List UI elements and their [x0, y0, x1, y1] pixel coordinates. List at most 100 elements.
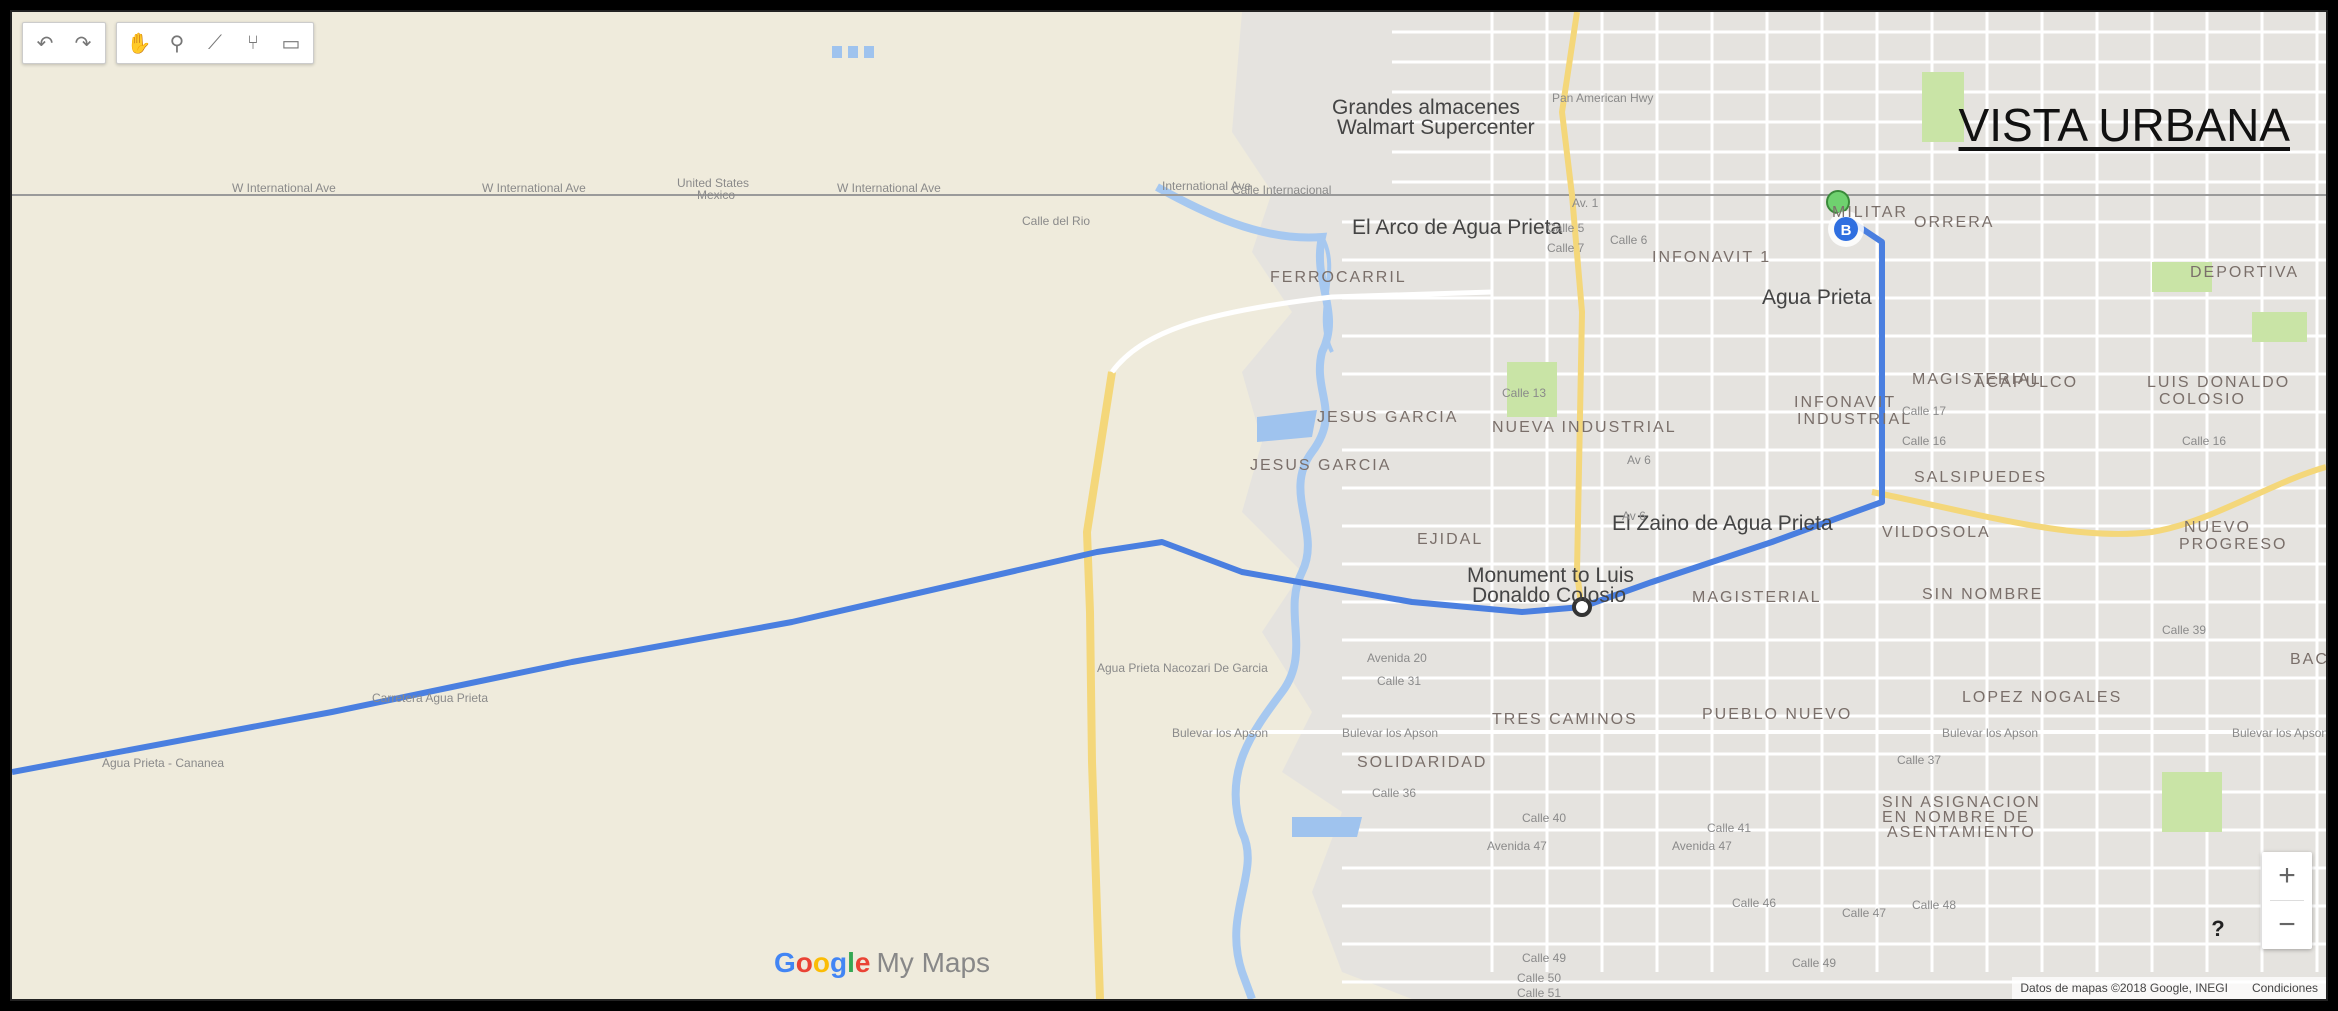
neighborhood-label: ACAPULCO [1974, 374, 2078, 391]
street-label: Calle 48 [1912, 898, 1956, 912]
directions-icon[interactable]: ⑂ [247, 31, 259, 54]
zoom-divider [2270, 900, 2304, 901]
park [1922, 72, 1964, 142]
street-label: Avenida 20 [1367, 651, 1427, 665]
map-data-credit: Datos de mapas ©2018 Google, INEGI [2020, 981, 2228, 995]
google-my-maps-logo: Google My Maps [774, 947, 990, 979]
place-label[interactable]: Monument to Luis [1467, 564, 1634, 587]
urban-area [1232, 12, 2326, 999]
reservoir [832, 46, 842, 58]
neighborhood-label: SIN ASIGNACION [1882, 794, 2041, 811]
neighborhood-label: SOLIDARIDAD [1357, 754, 1487, 771]
route-waypoint[interactable] [1572, 597, 1592, 617]
street-label: Calle 37 [1897, 753, 1941, 767]
redo-icon[interactable]: ↷ [74, 32, 92, 55]
street-label: Calle 31 [1377, 674, 1421, 688]
street-label: Calle 6 [1610, 233, 1648, 247]
zoom-in-button[interactable]: + [2278, 859, 2296, 892]
street-label: Carretera Agua Prieta [372, 691, 488, 705]
add-marker-icon[interactable]: ⚲ [169, 32, 185, 55]
street-label: Calle 39 [2162, 623, 2206, 637]
street-label: Avenida 47 [1487, 839, 1547, 853]
street-label: Calle del Rio [1022, 214, 1090, 228]
undo-icon[interactable]: ↶ [36, 32, 54, 55]
street-label: Bulevar los Apson [1172, 726, 1268, 740]
my-maps-label: My Maps [876, 947, 991, 978]
place-label[interactable]: Walmart Supercenter [1337, 116, 1535, 139]
measure-ruler-icon[interactable]: ▭ [281, 32, 301, 55]
street-grid [1342, 12, 2326, 984]
destination-marker-label: B [1841, 222, 1852, 239]
street-label: Calle 47 [1842, 906, 1886, 920]
street-label: W International Ave [482, 181, 586, 195]
place-label[interactable]: Donaldo Colosio [1472, 584, 1626, 607]
help-button[interactable]: ? [2211, 916, 2225, 941]
neighborhood-label: NUEVA INDUSTRIAL [1492, 419, 1677, 436]
neighborhood-label: VILDOSOLA [1882, 524, 1991, 541]
zoom-out-button[interactable]: − [2278, 908, 2296, 941]
reservoir [1292, 817, 1362, 837]
street-label: W International Ave [232, 181, 336, 195]
neighborhood-label: LOPEZ NOGALES [1962, 689, 2122, 706]
neighborhood-label: INDUSTRIAL [1797, 411, 1912, 428]
neighborhood-label: BACH [2290, 651, 2326, 668]
neighborhood-label: EN NOMBRE DE [1882, 809, 2030, 826]
street-label: Calle 17 [1902, 404, 1946, 418]
street-label: Av 6 [1627, 453, 1651, 467]
draw-line-icon[interactable]: ⟋ [208, 31, 222, 54]
neighborhood-label: COLOSIO [2159, 391, 2246, 408]
highway-17 [1082, 371, 1116, 999]
street-label: Calle 40 [1522, 811, 1566, 825]
place-label[interactable]: El Arco de Agua Prieta [1352, 216, 1562, 239]
toolbar-group: ✋ ⚲ ⟋ ⑂ ▭ [116, 22, 314, 64]
highway-2-east [1871, 464, 2326, 537]
street-label: Calle 49 [1522, 951, 1566, 965]
neighborhood-label: MAGISTERIAL [1912, 371, 2042, 388]
place-label[interactable]: El Zaino de Agua Prieta [1612, 512, 1833, 535]
street-label: Calle 16 [2182, 434, 2226, 448]
street-label: Av. 1 [1572, 196, 1599, 210]
neighborhood-label: MAGISTERIAL [1692, 589, 1822, 606]
street-label: Agua Prieta Nacozari De Garcia [1097, 661, 1268, 675]
park [2162, 772, 2222, 832]
park [2252, 312, 2307, 342]
street-label: Calle 51 [1517, 986, 1561, 999]
street-label: Agua Prieta - Cananea [102, 756, 224, 770]
neighborhood-label: INFONAVIT 1 [1652, 249, 1771, 266]
neighborhood-label: PROGRESO [2179, 536, 2287, 553]
street-label: Calle 46 [1732, 896, 1776, 910]
toolbar-group: ↶↷ [22, 22, 106, 64]
street-label: Avenida 47 [1672, 839, 1732, 853]
street-label: W International Ave [837, 181, 941, 195]
street-label: Calle 7 [1547, 241, 1585, 255]
river [1155, 183, 1334, 999]
map-toolbar: ↶↷✋⚲⟋⑂▭ [22, 22, 314, 66]
neighborhood-label: JESUS GARCIA [1250, 457, 1391, 474]
park [1507, 362, 1557, 417]
neighborhood-label: ASENTAMIENTO [1887, 824, 2036, 841]
highway-45 [1558, 12, 1586, 613]
street-label: Calle 13 [1502, 386, 1546, 400]
destination-marker[interactable] [1834, 217, 1858, 241]
terms-link[interactable]: Condiciones [2251, 981, 2318, 995]
hand-pan-icon[interactable]: ✋ [126, 32, 152, 55]
street-label: Pan American Hwy [1552, 91, 1653, 105]
reservoir [1257, 410, 1317, 442]
street-label: Calle 36 [1372, 786, 1416, 800]
place-label[interactable]: Grandes almacenes [1332, 96, 1520, 119]
street-label: Calle 5 [1547, 221, 1585, 235]
google-logo: Google [774, 947, 871, 978]
street-label: Bulevar los Apson [2232, 726, 2326, 740]
neighborhood-label: NUEVO [2184, 519, 2251, 536]
neighborhood-label: PUEBLO NUEVO [1702, 706, 1852, 723]
street-label: Av 6 [1622, 509, 1646, 523]
place-label[interactable]: Agua Prieta [1762, 286, 1872, 309]
street-label: Calle 16 [1902, 434, 1946, 448]
map-attribution: Datos de mapas ©2018 Google, INEGI Condi… [2012, 977, 2326, 999]
white-road [1110, 289, 1493, 374]
route-line [12, 219, 1885, 775]
neighborhood-label: SIN NOMBRE [1922, 586, 2043, 603]
